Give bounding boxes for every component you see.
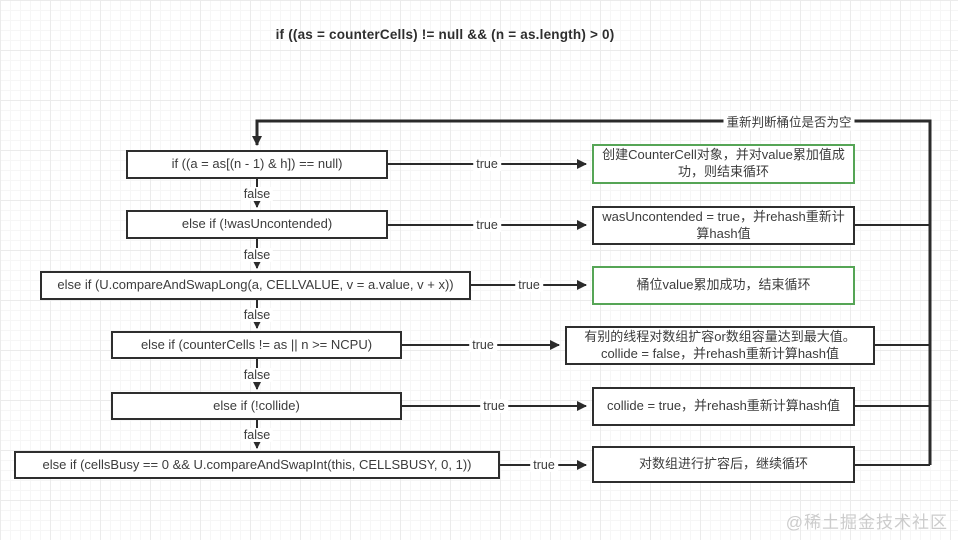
true-label: true: [480, 399, 508, 413]
condition-box-3: else if (U.compareAndSwapLong(a, CELLVAL…: [40, 271, 471, 300]
result-box-6: 对数组进行扩容后，继续循环: [592, 446, 855, 483]
true-label: true: [469, 338, 497, 352]
loop-back-label: 重新判断桶位是否为空: [723, 111, 855, 131]
true-label: true: [530, 458, 558, 472]
result-box-2: wasUncontended = true，并rehash重新计算hash值: [592, 206, 855, 245]
true-label: true: [515, 278, 543, 292]
result-box-3: 桶位value累加成功，结束循环: [592, 266, 855, 305]
condition-box-5: else if (!collide): [111, 392, 402, 420]
true-label: true: [473, 157, 501, 171]
false-label: false: [240, 308, 274, 322]
flow-title: if ((as = counterCells) != null && (n = …: [275, 27, 615, 42]
result-box-1: 创建CounterCell对象，并对value累加值成功，则结束循环: [592, 144, 855, 184]
result-box-4: 有别的线程对数组扩容or数组容量达到最大值。collide = false，并r…: [565, 326, 875, 365]
false-label: false: [240, 248, 274, 262]
condition-box-4: else if (counterCells != as || n >= NCPU…: [111, 331, 402, 359]
false-label: false: [240, 368, 274, 382]
condition-box-2: else if (!wasUncontended): [126, 210, 388, 239]
result-box-5: collide = true，并rehash重新计算hash值: [592, 387, 855, 426]
true-label: true: [473, 218, 501, 232]
condition-box-1: if ((a = as[(n - 1) & h]) == null): [126, 150, 388, 179]
watermark: @稀土掘金技术社区: [785, 513, 948, 532]
false-label: false: [240, 428, 274, 442]
false-label: false: [240, 187, 274, 201]
condition-box-6: else if (cellsBusy == 0 && U.compareAndS…: [14, 451, 500, 479]
